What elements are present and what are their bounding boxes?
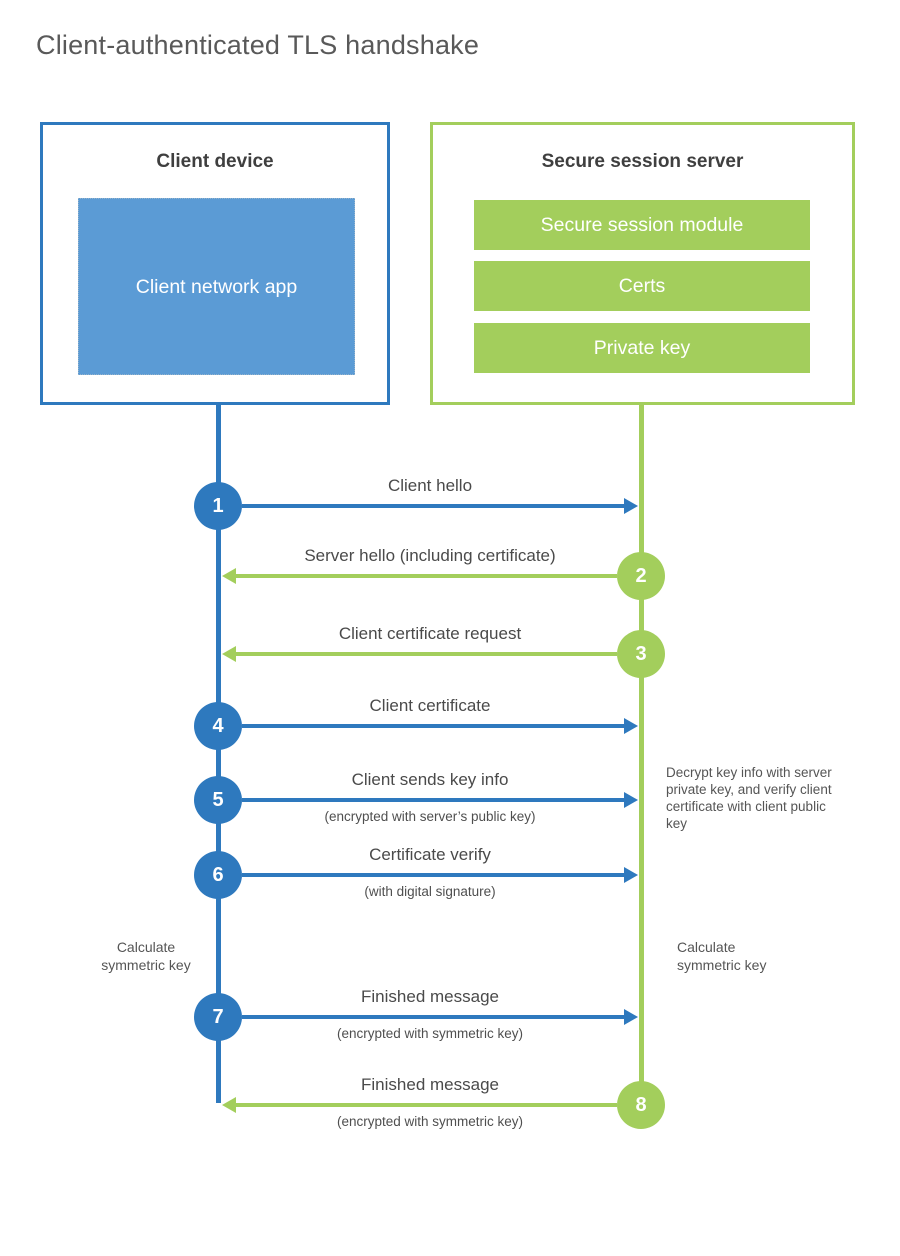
private-key-label: Private key xyxy=(593,336,691,359)
arrow-shaft xyxy=(242,1015,627,1019)
arrowhead-left-icon xyxy=(222,568,236,584)
message-6-arrow xyxy=(242,867,638,883)
step-number: 8 xyxy=(635,1093,647,1116)
step-number: 4 xyxy=(212,714,224,737)
server-calculate-note: Calculate symmetric key xyxy=(677,939,767,973)
message-5-label: Client sends key info xyxy=(351,770,509,789)
arrow-shaft xyxy=(242,873,627,877)
client-device-heading: Client device xyxy=(156,151,274,172)
arrow-shaft xyxy=(233,652,617,656)
message-2-label: Server hello (including certificate) xyxy=(304,546,556,565)
message-6-sublabel: (with digital signature) xyxy=(364,884,496,899)
step-circle-6: 6 xyxy=(194,851,242,899)
step-number: 2 xyxy=(635,564,647,587)
message-1-label: Client hello xyxy=(387,476,473,495)
message-6-label: Certificate verify xyxy=(369,845,491,864)
client-network-app-label: Client network app xyxy=(135,275,298,298)
server-decrypt-note: Decrypt key info with server private key… xyxy=(666,765,832,831)
server-lifeline xyxy=(639,405,644,1105)
client-lifeline xyxy=(216,405,221,1103)
step-circle-1: 1 xyxy=(194,482,242,530)
message-5-sublabel: (encrypted with server’s public key) xyxy=(324,809,536,824)
step-circle-2: 2 xyxy=(617,552,665,600)
client-calculate-note: Calculate symmetric key xyxy=(101,939,191,973)
step-circle-5: 5 xyxy=(194,776,242,824)
arrowhead-right-icon xyxy=(624,867,638,883)
message-1-arrow xyxy=(242,498,638,514)
message-4-label: Client certificate xyxy=(369,696,491,715)
certs-label: Certs xyxy=(618,274,666,297)
message-8-arrow xyxy=(222,1097,617,1113)
step-number: 5 xyxy=(212,788,224,811)
step-number: 3 xyxy=(635,642,647,665)
step-circle-4: 4 xyxy=(194,702,242,750)
step-circle-8: 8 xyxy=(617,1081,665,1129)
client-network-app-box: Client network app xyxy=(78,198,355,375)
certs-bar: Certs xyxy=(474,261,810,311)
step-circle-7: 7 xyxy=(194,993,242,1041)
step-number: 1 xyxy=(212,494,224,517)
step-circle-3: 3 xyxy=(617,630,665,678)
step-number: 7 xyxy=(212,1005,224,1028)
arrow-shaft xyxy=(242,724,627,728)
message-7-sublabel: (encrypted with symmetric key) xyxy=(336,1026,524,1041)
message-3-arrow xyxy=(222,646,617,662)
arrowhead-right-icon xyxy=(624,718,638,734)
secure-session-module-label: Secure session module xyxy=(540,213,744,236)
arrow-shaft xyxy=(242,504,627,508)
message-8-sublabel: (encrypted with symmetric key) xyxy=(336,1114,524,1129)
arrowhead-right-icon xyxy=(624,498,638,514)
private-key-bar: Private key xyxy=(474,323,810,373)
message-5-arrow xyxy=(242,792,638,808)
message-8-label: Finished message xyxy=(361,1075,499,1094)
message-7-label: Finished message xyxy=(361,987,499,1006)
arrow-shaft xyxy=(242,798,627,802)
arrowhead-left-icon xyxy=(222,1097,236,1113)
arrowhead-left-icon xyxy=(222,646,236,662)
arrow-shaft xyxy=(233,1103,617,1107)
arrowhead-right-icon xyxy=(624,1009,638,1025)
message-7-arrow xyxy=(242,1009,638,1025)
step-number: 6 xyxy=(212,863,224,886)
server-heading: Secure session server xyxy=(541,151,744,172)
message-4-arrow xyxy=(242,718,638,734)
message-2-arrow xyxy=(222,568,617,584)
arrow-shaft xyxy=(233,574,617,578)
arrowhead-right-icon xyxy=(624,792,638,808)
secure-session-module-bar: Secure session module xyxy=(474,200,810,250)
message-3-label: Client certificate request xyxy=(338,624,522,643)
page-title: Client-authenticated TLS handshake xyxy=(36,30,480,60)
